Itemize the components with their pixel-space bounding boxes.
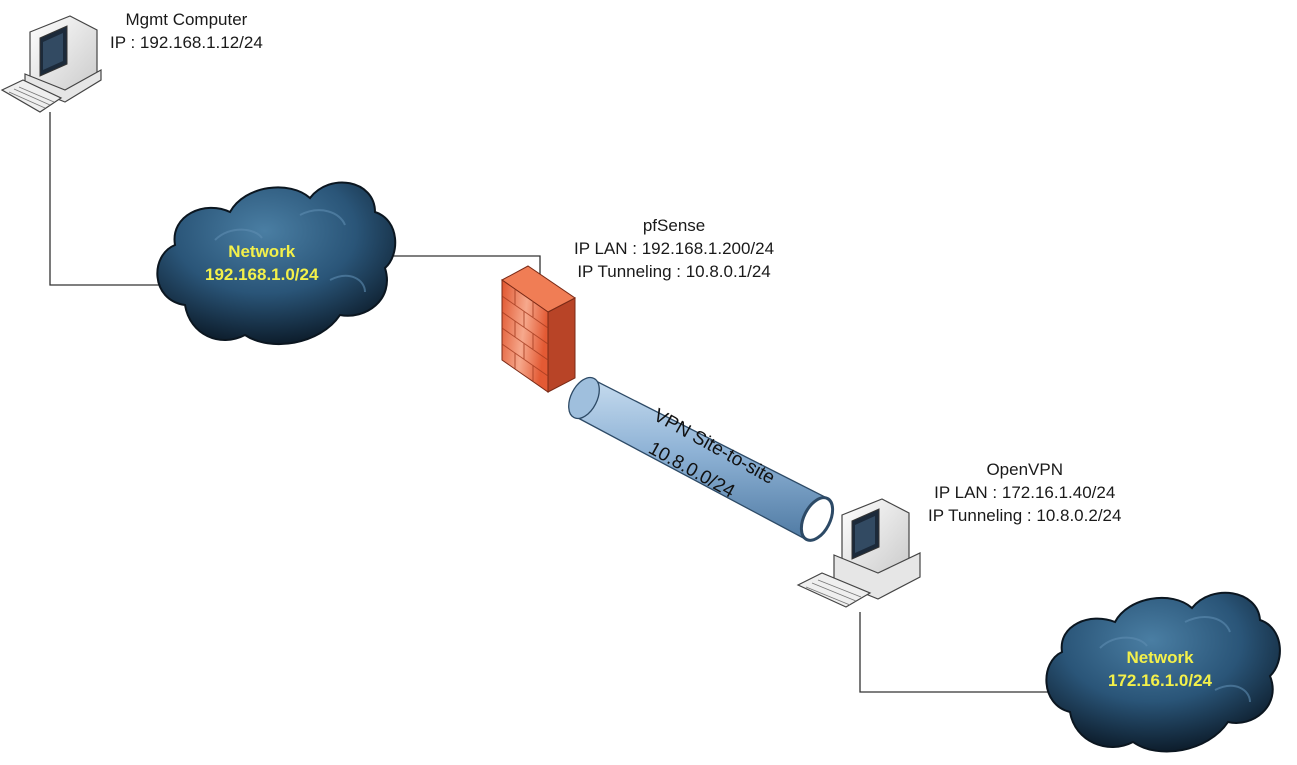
pfsense-ip-lan: IP LAN : 192.168.1.200/24	[574, 239, 775, 258]
openvpn-ip-tunnel: IP Tunneling : 10.8.0.2/24	[928, 506, 1122, 525]
mgmt-ip: IP : 192.168.1.12/24	[110, 33, 263, 52]
link-openvpn-to-network	[859, 612, 1055, 693]
mgmt-name: Mgmt Computer	[125, 10, 248, 29]
pfsense-ip-tunnel: IP Tunneling : 10.8.0.1/24	[577, 262, 771, 281]
openvpn-label: OpenVPN IP LAN : 172.16.1.40/24 IP Tunne…	[928, 458, 1121, 527]
network-left-subnet: 192.168.1.0/24	[205, 265, 319, 284]
network-right-title: Network	[1126, 648, 1194, 667]
network-right-cloud	[1045, 591, 1281, 753]
network-right-subnet: 172.16.1.0/24	[1108, 671, 1212, 690]
pfsense-label: pfSense IP LAN : 192.168.1.200/24 IP Tun…	[574, 214, 774, 283]
network-left-title: Network	[228, 242, 296, 261]
pfsense-name: pfSense	[642, 216, 706, 235]
openvpn-computer-icon	[796, 498, 921, 608]
network-left-cloud	[156, 181, 397, 346]
network-right-label: Network 172.16.1.0/24	[1108, 646, 1212, 692]
link-mgmt-to-network	[49, 112, 165, 286]
mgmt-label: Mgmt Computer IP : 192.168.1.12/24	[110, 8, 263, 54]
openvpn-ip-lan: IP LAN : 172.16.1.40/24	[934, 483, 1116, 502]
firewall-icon	[501, 265, 576, 393]
vpn-tunnel	[568, 376, 835, 542]
openvpn-name: OpenVPN	[986, 460, 1063, 479]
link-network-to-pfsense	[390, 255, 541, 280]
network-left-label: Network 192.168.1.0/24	[205, 240, 318, 286]
mgmt-computer-icon	[0, 15, 102, 113]
